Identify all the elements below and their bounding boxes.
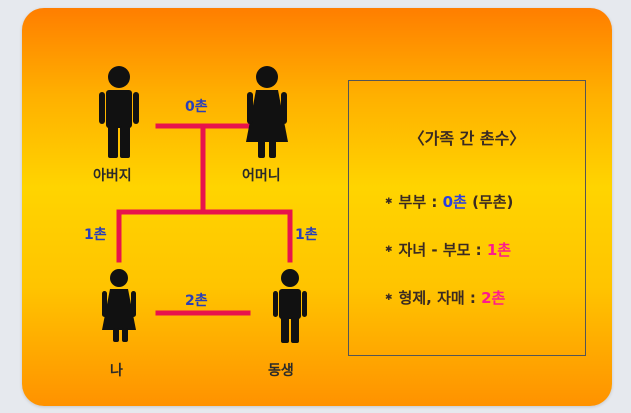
- woman-icon: [102, 269, 136, 342]
- legend-rule-parent-child: ✱ 자녀 - 부모 : 1촌: [385, 239, 511, 260]
- legend-rule-siblings: ✱ 형제, 자매 : 2촌: [385, 287, 505, 308]
- me-label: 나: [110, 363, 123, 379]
- family-degree-card: 아버지 어머니 나 동생 0촌 1촌 1촌 2촌 〈가족 간 촌수〉 ✱ 부부 :…: [22, 8, 612, 406]
- rule-prefix: 자녀 - 부모 :: [398, 241, 487, 259]
- rule-prefix: 부부 :: [398, 193, 443, 211]
- rule-suffix: (무촌): [466, 193, 514, 211]
- parents-degree-label: 0촌: [185, 99, 208, 115]
- rule-value: 0촌: [442, 193, 467, 211]
- man-icon: [273, 269, 307, 343]
- right-child-degree-label: 1촌: [295, 227, 318, 243]
- rule-value: 2촌: [481, 289, 506, 307]
- rule-prefix: 형제, 자매 :: [398, 289, 482, 307]
- bullet-icon: ✱: [385, 197, 393, 207]
- woman-icon: [246, 66, 288, 158]
- legend-rule-spouse: ✱ 부부 : 0촌 (무촌): [385, 191, 513, 212]
- mother-label: 어머니: [242, 168, 281, 184]
- bullet-icon: ✱: [385, 293, 393, 303]
- left-child-degree-label: 1촌: [84, 227, 107, 243]
- rule-value: 1촌: [486, 241, 512, 259]
- father-label: 아버지: [93, 168, 132, 184]
- family-tree-diagram: [99, 66, 307, 343]
- man-icon: [99, 66, 139, 158]
- sibling-label: 동생: [268, 363, 294, 379]
- bullet-icon: ✱: [385, 245, 393, 255]
- degree-legend-box: 〈가족 간 촌수〉 ✱ 부부 : 0촌 (무촌) ✱ 자녀 - 부모 : 1촌 ✱ 형…: [348, 80, 586, 356]
- siblings-degree-label: 2촌: [185, 293, 208, 309]
- legend-title: 〈가족 간 촌수〉: [408, 129, 526, 148]
